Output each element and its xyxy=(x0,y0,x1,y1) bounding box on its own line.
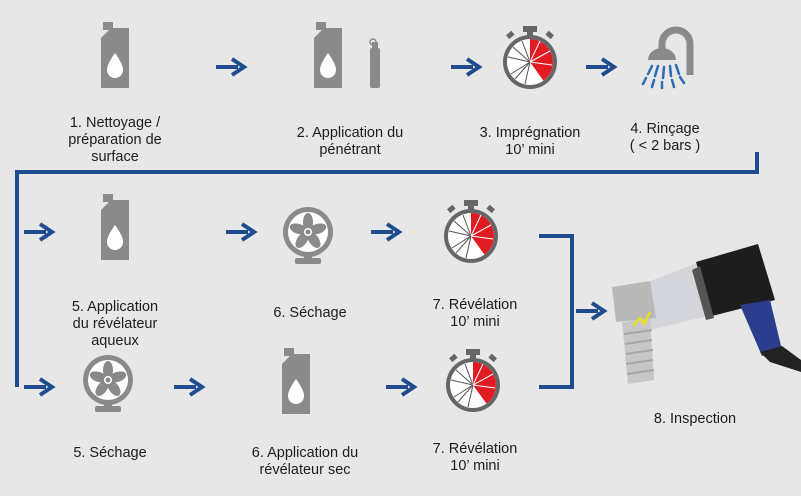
merge-connector xyxy=(539,234,574,389)
diagram-canvas xyxy=(15,22,801,414)
arrow-right xyxy=(584,57,616,77)
stopwatch-icon xyxy=(502,25,558,90)
jerrycan-spray-can-icon xyxy=(314,22,380,88)
shower-icon xyxy=(641,26,694,90)
step-6a-label: 6. Séchage xyxy=(273,305,347,321)
uv-lamp-bolt-icon xyxy=(612,244,801,384)
arrow-right xyxy=(449,57,481,77)
stopwatch-icon xyxy=(445,348,501,413)
arrow-right xyxy=(22,222,54,242)
fan-icon xyxy=(283,207,333,264)
arrow-right xyxy=(214,57,246,77)
jerrycan-icon xyxy=(282,348,310,414)
step-4-label: 4. Rinçage( < 2 bars ) xyxy=(629,121,701,154)
connector-line xyxy=(15,152,759,387)
jerrycan-icon xyxy=(101,22,129,88)
step-5b-label: 5. Séchage xyxy=(73,445,147,461)
arrow-right xyxy=(172,377,204,397)
stopwatch-icon xyxy=(443,199,499,264)
jerrycan-icon xyxy=(101,194,129,260)
arrow-right xyxy=(574,301,606,321)
arrow-right xyxy=(384,377,416,397)
arrow-right xyxy=(22,377,54,397)
arrow-right xyxy=(369,222,401,242)
arrow-right xyxy=(224,222,256,242)
step-8-label: 8. Inspection xyxy=(653,411,737,427)
